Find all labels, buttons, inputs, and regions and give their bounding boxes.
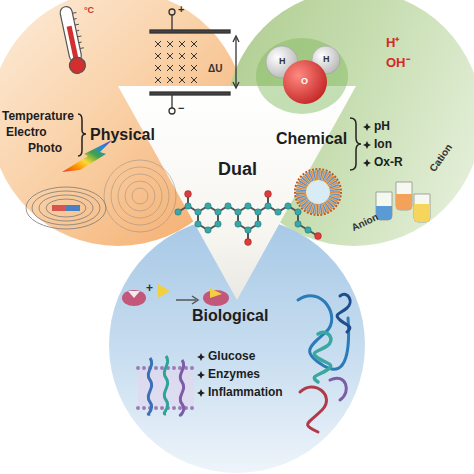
plus-sign: +	[146, 282, 153, 294]
node-heading: Chemical	[276, 131, 347, 147]
list-item: Enzymes	[208, 368, 260, 380]
node-heading: Physical	[90, 127, 155, 143]
center-triangle: Dual	[118, 86, 356, 300]
terminal-sign: −	[178, 103, 184, 114]
node-heading: Dual	[218, 160, 257, 178]
list-item: Glucose	[208, 350, 255, 362]
list-item: Ox-R	[374, 156, 403, 168]
list-item: pH	[374, 120, 390, 132]
node-heading: Biological	[192, 308, 268, 324]
list-item: Ion	[374, 138, 392, 150]
terminal-sign: +	[178, 4, 184, 15]
ion-label: OH⁻	[386, 56, 410, 69]
atom-label: O	[301, 77, 308, 86]
unit-label: °C	[84, 6, 94, 15]
voltage-label: ΔU	[208, 64, 222, 74]
list-item: Temperature	[2, 110, 74, 122]
list-item: Photo	[28, 142, 62, 154]
node-outline	[118, 86, 356, 300]
atom-label: H	[279, 57, 286, 66]
ion-label: H⁺	[386, 36, 399, 49]
node-shape	[118, 86, 356, 300]
list-item: Electro	[6, 126, 47, 138]
atom-label: H	[323, 55, 330, 64]
list-item: Inflammation	[208, 386, 283, 398]
